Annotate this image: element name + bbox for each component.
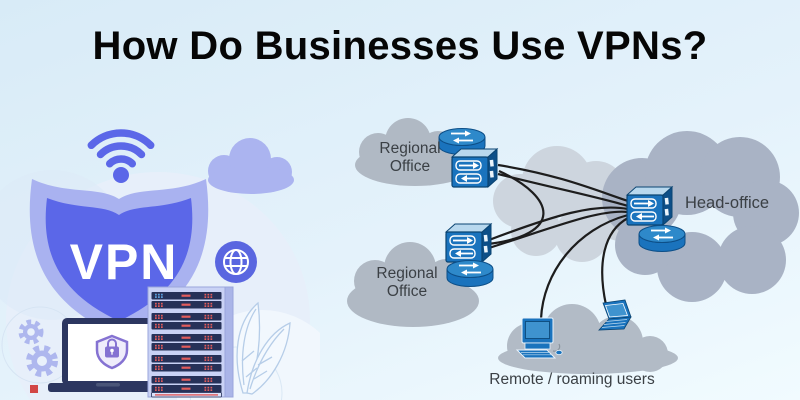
server-rack-icon — [147, 286, 234, 398]
router-icon — [446, 259, 494, 288]
page-title: How Do Businesses Use VPNs? — [92, 24, 708, 68]
vpn-tunnel-lines — [487, 163, 629, 320]
router-icon — [638, 224, 686, 253]
screen-lock-shield-icon — [95, 334, 129, 370]
label-regional-office-bottom: Regional Office — [376, 265, 438, 300]
wifi-icon — [87, 129, 155, 183]
laptop-icon — [48, 318, 166, 392]
cloud-regional-top — [355, 118, 475, 186]
vpn-concentrator-icon — [451, 148, 498, 188]
vpn-network-diagram: Regional Office Regional Office Head-off… — [320, 95, 800, 400]
gears-icon — [18, 319, 58, 377]
vpn-shield-label: VPN — [69, 234, 179, 290]
vpn-concentrator-icon — [445, 223, 492, 263]
vpn-illustration: VPN — [0, 95, 320, 400]
label-remote-users: Remote / roaming users — [489, 371, 655, 388]
label-head-office: Head-office — [684, 194, 770, 212]
label-regional-office-top: Regional Office — [379, 140, 441, 175]
cloud-regional-bottom — [347, 242, 479, 327]
network-diagram-graphic — [347, 118, 799, 374]
vpn-illustration-graphic — [0, 129, 320, 400]
globe-icon — [215, 241, 257, 283]
plant-leaves-icon — [236, 301, 291, 395]
vpn-concentrator-icon — [626, 186, 673, 226]
decor-red-block — [30, 385, 38, 393]
laptop-icon — [598, 299, 632, 331]
cloud-icon — [208, 138, 294, 194]
